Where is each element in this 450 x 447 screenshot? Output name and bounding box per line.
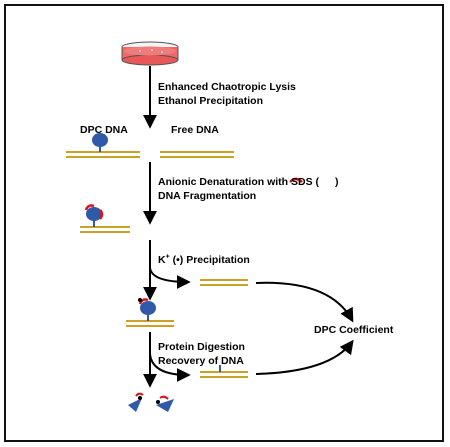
precipitation-step-label: K+ (•) Precipitation [158, 253, 250, 267]
protein-icon [84, 204, 104, 227]
lysis-step-line1: Enhanced Chaotropic Lysis [158, 81, 296, 93]
sds-icon [289, 177, 303, 183]
petri-dish-icon [121, 41, 179, 66]
figure-border [4, 4, 444, 442]
denaturation-step-line2: DNA Fragmentation [158, 190, 257, 202]
arrow-branch-1 [149, 267, 191, 289]
dpc-coefficient-label: DPC Coefficient [314, 324, 394, 336]
denaturation-step-line1: Anionic Denaturation with SDS () [158, 176, 339, 188]
dpc-dna-label: DPC DNA [80, 124, 128, 136]
lysis-step-line2: Ethanol Precipitation [158, 95, 264, 107]
potassium-ion-icon: • [176, 254, 180, 266]
arrow-branch-2 [149, 353, 191, 382]
dna-strand-icon [126, 320, 174, 327]
digestion-step-line2: Recovery of DNA [158, 355, 244, 367]
protein-icon [92, 133, 108, 152]
dna-strand-icon [200, 279, 248, 286]
dna-strand-icon [200, 365, 248, 378]
digestion-step-line1: Protein Digestion [158, 341, 245, 353]
protein-icon [138, 298, 156, 321]
arrow-to-coefficient-2 [255, 339, 354, 375]
arrow-to-coefficient-1 [255, 281, 354, 323]
dna-strand-icon [66, 151, 140, 158]
dna-strand-icon [80, 226, 130, 233]
protein-fragment-icon [156, 395, 174, 412]
dna-strand-icon [160, 151, 234, 158]
free-dna-label: Free DNA [171, 124, 219, 136]
protein-fragment-icon [128, 392, 144, 412]
